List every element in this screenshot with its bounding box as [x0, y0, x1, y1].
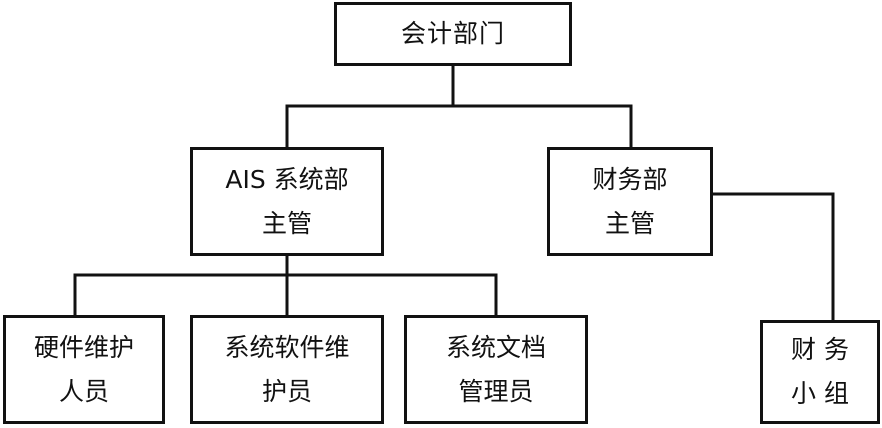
- node-label-line-1: 系统文档: [445, 332, 546, 362]
- node-accounting-department: 会计部门: [334, 2, 572, 66]
- node-software-staff: 系统软件维 护员: [190, 315, 384, 424]
- node-finance-manager: 财务部 主管: [547, 147, 713, 256]
- node-label-line-2: 管理员: [458, 376, 534, 406]
- node-docs-admin: 系统文档 管理员: [404, 315, 588, 424]
- node-hardware-staff: 硬件维护 人员: [3, 315, 165, 424]
- node-label-line-1: 硬件维护: [33, 332, 134, 362]
- node-label-line-1: 会计部门: [400, 19, 505, 48]
- node-label-line-2: 护员: [261, 376, 312, 406]
- node-label-line-2: 小 组: [791, 379, 849, 408]
- node-label-line-1: 系统软件维: [224, 332, 350, 362]
- node-label-line-2: 主管: [261, 208, 312, 238]
- node-label-line-2: 人员: [58, 376, 109, 406]
- node-label-line-1: AIS 系统部: [225, 164, 349, 194]
- node-label-line-1: 财务部: [592, 164, 668, 194]
- node-finance-group: 财 务 小 组: [760, 320, 880, 424]
- node-label-line-1: 财 务: [791, 335, 849, 364]
- node-ais-manager: AIS 系统部 主管: [190, 147, 384, 256]
- node-label-line-2: 主管: [604, 208, 655, 238]
